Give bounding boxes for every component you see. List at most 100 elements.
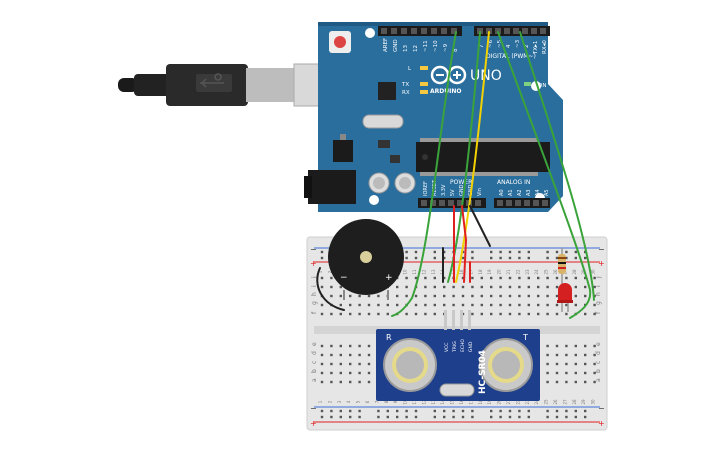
- terminal-hole: [443, 285, 446, 289]
- rail-hole: [527, 409, 530, 413]
- terminal-hole: [330, 344, 333, 348]
- header-label: AREF: [383, 38, 389, 52]
- header-label: 8: [453, 48, 459, 52]
- terminal-hole: [358, 303, 361, 307]
- terminal-hole: [565, 303, 568, 307]
- terminal-hole: [443, 294, 446, 298]
- rail-hole: [349, 409, 352, 413]
- column-number: 27: [562, 399, 567, 405]
- terminal-hole: [461, 285, 465, 289]
- terminal-hole: [499, 312, 502, 316]
- rail-hole: [546, 409, 549, 413]
- terminal-hole: [433, 312, 436, 316]
- row-letter: j: [595, 276, 602, 279]
- column-number: 4: [346, 400, 351, 403]
- terminal-hole: [386, 303, 389, 307]
- rail-hole: [565, 250, 568, 254]
- header-label: TX▸1: [533, 41, 539, 55]
- column-number: 20: [497, 269, 502, 275]
- rail-hole: [574, 409, 577, 413]
- rail-hole: [574, 256, 577, 260]
- terminal-hole: [424, 285, 427, 289]
- rail-hole: [565, 409, 568, 413]
- column-number: 9: [393, 400, 398, 403]
- terminal-hole: [320, 276, 324, 280]
- terminal-hole: [330, 353, 333, 357]
- rail-hole: [405, 409, 408, 413]
- terminal-hole: [330, 362, 333, 366]
- rail-plus-label: +: [310, 419, 317, 428]
- terminal-hole: [367, 344, 371, 348]
- terminal-hole: [320, 312, 324, 316]
- rail-hole: [433, 409, 436, 413]
- terminal-hole: [480, 294, 483, 298]
- terminal-hole: [461, 276, 465, 280]
- terminal-hole: [565, 344, 568, 348]
- terminal-hole: [490, 312, 493, 316]
- terminal-hole: [574, 276, 577, 280]
- column-number: 1: [318, 400, 323, 403]
- column-number: 7: [374, 400, 379, 403]
- column-number: 26: [553, 399, 558, 405]
- terminal-hole: [471, 294, 474, 298]
- rail-plus-label: +: [598, 259, 605, 268]
- terminal-hole: [490, 294, 493, 298]
- rail-minus-label: −: [598, 245, 605, 254]
- terminal-hole: [565, 362, 568, 366]
- terminal-hole: [508, 312, 512, 316]
- rail-hole: [508, 250, 512, 254]
- rail-hole: [490, 250, 493, 254]
- terminal-hole: [527, 294, 530, 298]
- terminal-hole: [433, 294, 436, 298]
- terminal-hole: [339, 294, 342, 298]
- power-label: POWER: [450, 179, 472, 186]
- rail-hole: [396, 409, 399, 413]
- terminal-hole: [396, 285, 399, 289]
- rail-hole: [452, 409, 455, 413]
- rail-hole: [386, 409, 389, 413]
- terminal-hole: [405, 312, 408, 316]
- led-rx-label: RX: [402, 90, 410, 96]
- terminal-hole: [367, 303, 371, 307]
- header-label: ~10: [433, 40, 439, 52]
- column-number: 19: [487, 269, 492, 275]
- terminal-hole: [593, 285, 596, 289]
- sensor-pin-label: TRIG: [452, 341, 458, 353]
- row-letter: c: [311, 361, 318, 364]
- column-number: 10: [403, 269, 408, 275]
- rail-hole: [320, 415, 324, 419]
- terminal-hole: [490, 276, 493, 280]
- terminal-hole: [367, 294, 371, 298]
- rail-plus-label: +: [598, 419, 605, 428]
- wire-green: [519, 31, 595, 301]
- terminal-hole: [452, 303, 455, 307]
- rail-hole: [471, 250, 474, 254]
- terminal-hole: [358, 344, 361, 348]
- rail-hole: [555, 409, 559, 413]
- terminal-hole: [490, 285, 493, 289]
- column-number: 8: [384, 400, 389, 403]
- analog-label: ANALOG IN: [497, 179, 530, 186]
- terminal-hole: [546, 380, 549, 384]
- row-letter: c: [595, 361, 602, 364]
- terminal-hole: [320, 303, 324, 307]
- rail-hole: [546, 250, 549, 254]
- terminal-hole: [349, 362, 352, 366]
- terminal-hole: [546, 303, 549, 307]
- power-header-label: GND: [459, 184, 465, 196]
- buzzer-minus-label: −: [340, 273, 348, 283]
- terminal-hole: [480, 312, 483, 316]
- rail-hole: [546, 415, 549, 419]
- rail-hole: [527, 256, 530, 260]
- terminal-hole: [330, 380, 333, 384]
- header-label: ~5: [497, 39, 503, 48]
- terminal-hole: [555, 353, 559, 357]
- terminal-hole: [593, 276, 596, 280]
- sensor-right-mark: T: [522, 333, 528, 342]
- rail-hole: [405, 256, 408, 260]
- terminal-hole: [349, 353, 352, 357]
- wire-black: [316, 267, 345, 311]
- column-number: 24: [534, 399, 539, 405]
- rail-hole: [527, 415, 530, 419]
- column-number: 30: [591, 399, 596, 405]
